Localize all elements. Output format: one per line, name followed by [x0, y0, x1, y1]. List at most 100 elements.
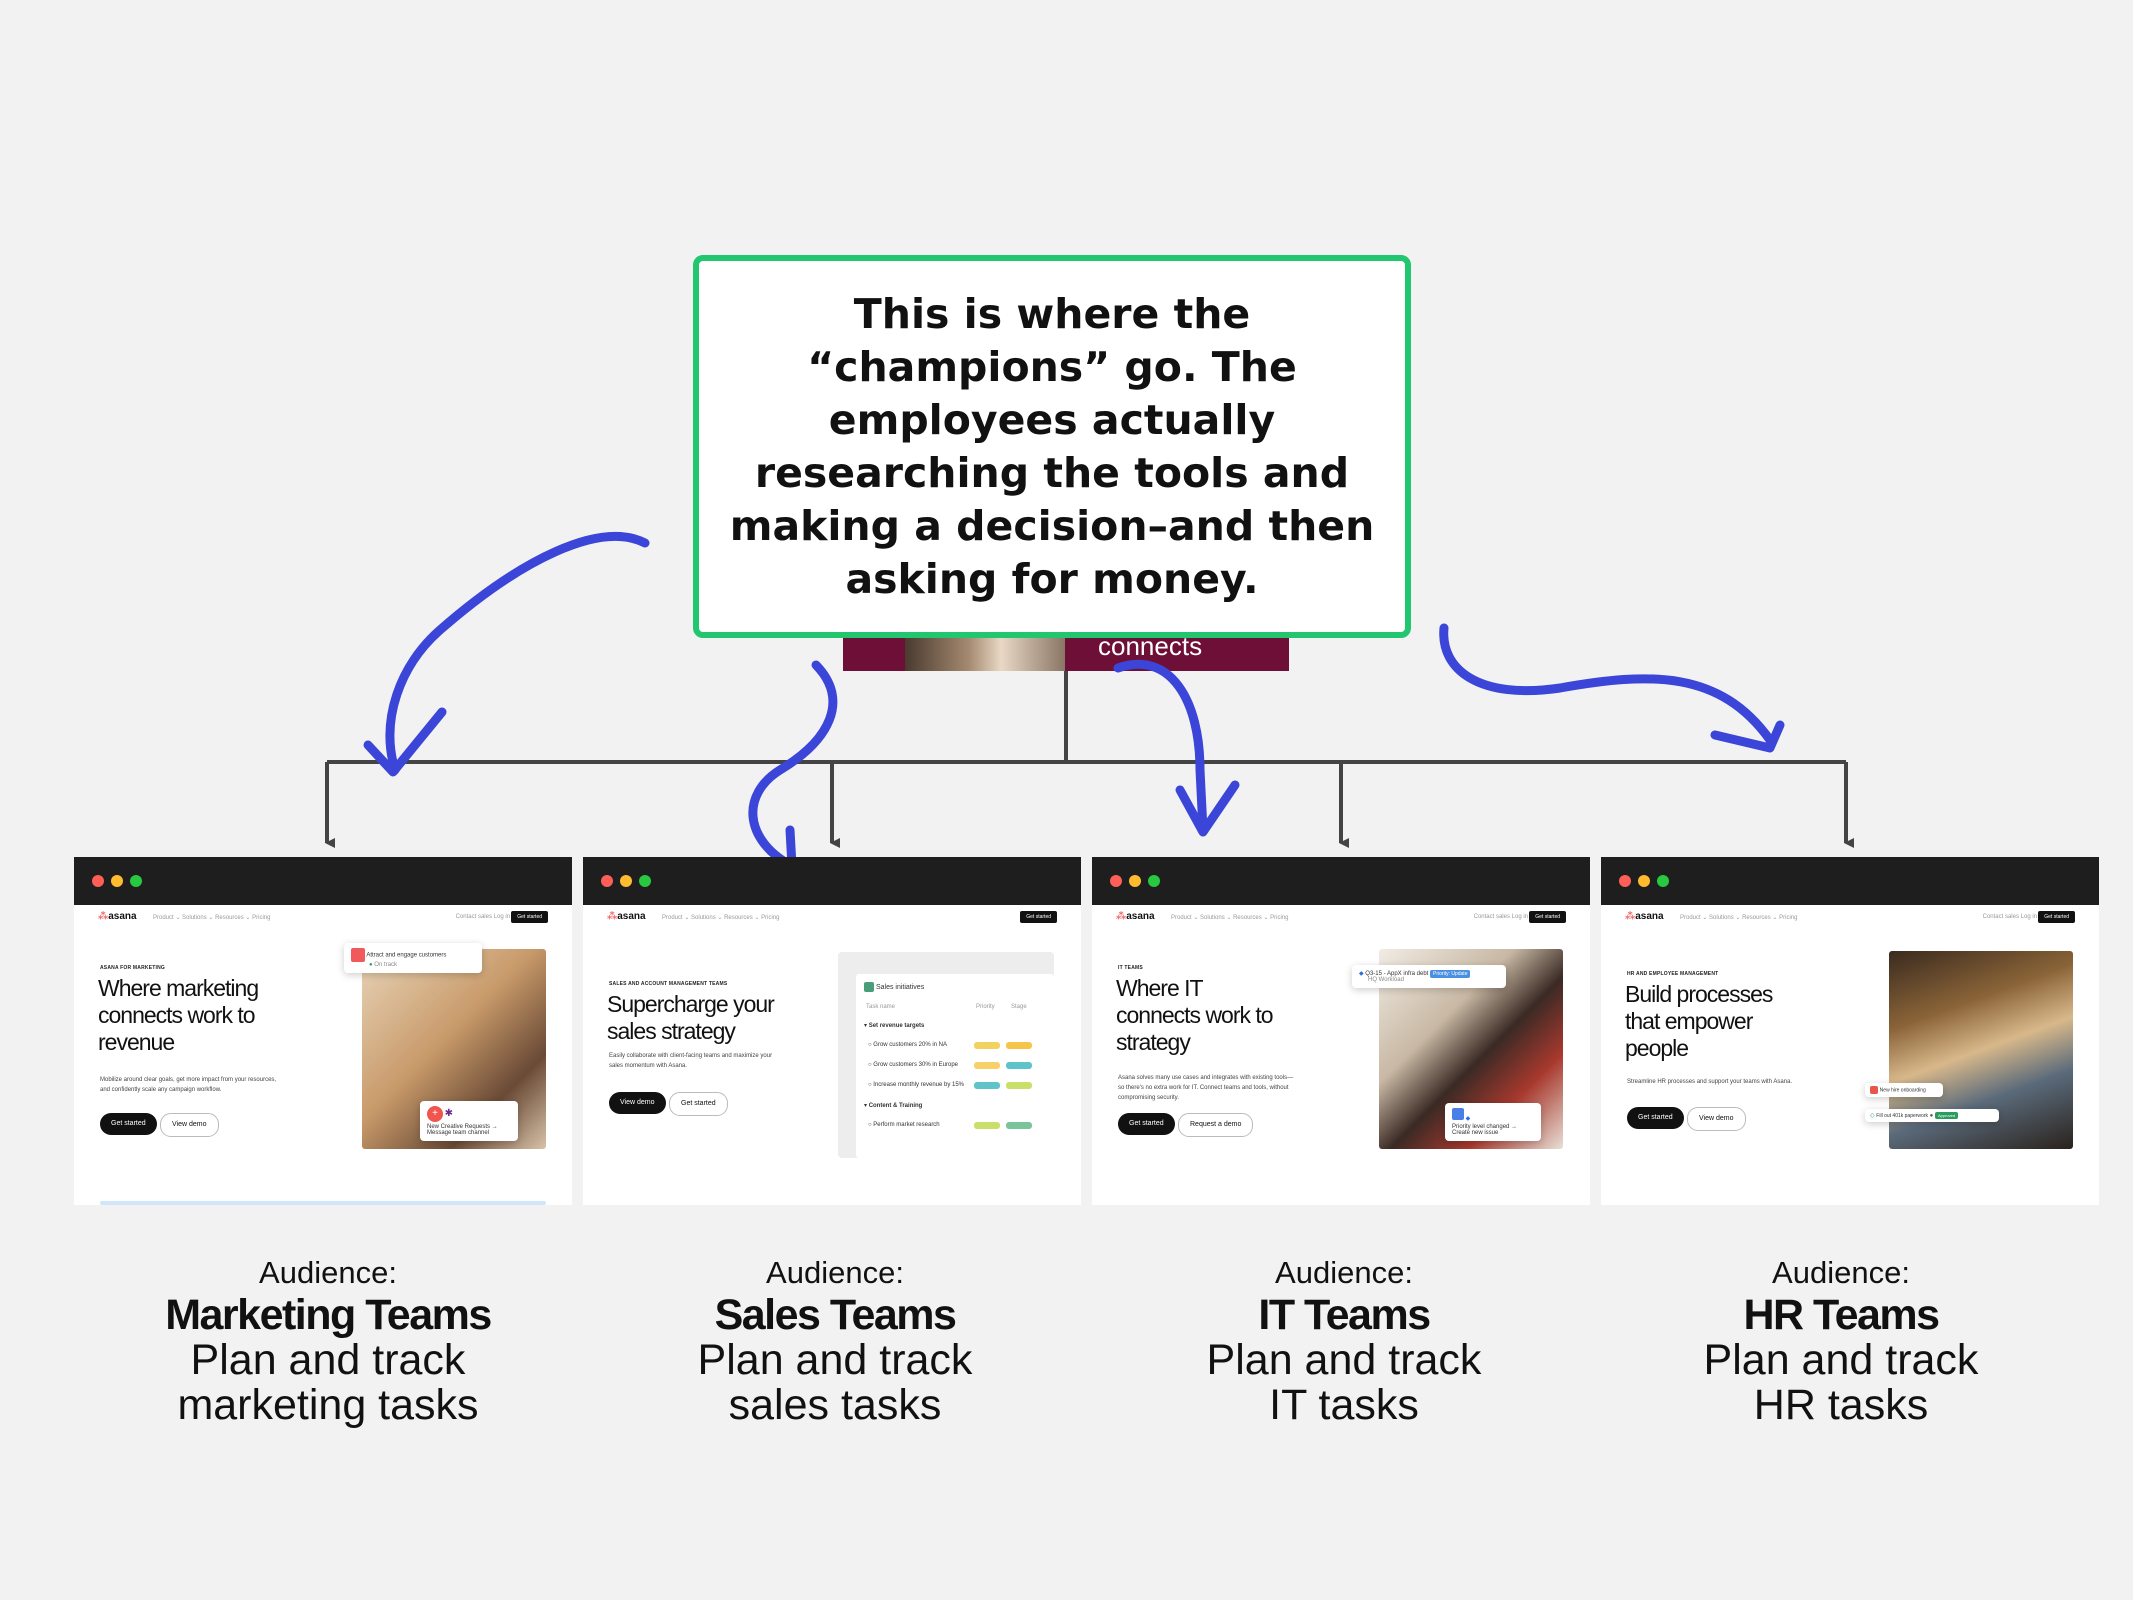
integration-card: + ✱ New Creative Requests → Message team…	[420, 1101, 518, 1141]
view-demo-button[interactable]: View demo	[609, 1092, 666, 1114]
minimize-dot-icon[interactable]	[620, 875, 632, 887]
task-name: Grow customers 20% in NA	[873, 1042, 947, 1048]
site-nav: ⁂asana Product ⌄ Solutions ⌄ Resources ⌄…	[98, 911, 548, 925]
table-row[interactable]: ○ Perform market research	[868, 1122, 940, 1128]
page-body: Easily collaborate with client-facing te…	[609, 1053, 773, 1069]
get-started-button[interactable]: Get started	[100, 1113, 157, 1135]
page-content: ⁂asana Product ⌄ Solutions ⌄ Resources ⌄…	[74, 905, 572, 1205]
close-dot-icon[interactable]	[92, 875, 104, 887]
audience-caption-marketing: Audience: Marketing Teams Plan and track…	[78, 1253, 578, 1428]
asana-logo-icon: ⁂	[98, 911, 109, 922]
site-nav: ⁂asana Product ⌄ Solutions ⌄ Resources ⌄…	[1625, 911, 2075, 925]
audience-label: Audience:	[1275, 1255, 1413, 1290]
get-started-button[interactable]: Get started	[1118, 1113, 1175, 1135]
arrow-head-hr	[1710, 720, 1785, 753]
asana-logo-icon: ⁂	[607, 911, 618, 922]
maximize-dot-icon[interactable]	[130, 875, 142, 887]
close-dot-icon[interactable]	[1110, 875, 1122, 887]
asana-plus-icon: +	[427, 1106, 443, 1122]
browser-titlebar	[583, 857, 1081, 905]
browser-window-hr: ⁂asana Product ⌄ Solutions ⌄ Resources ⌄…	[1601, 857, 2099, 1205]
page-headline: Where IT connects work to strategy	[1116, 975, 1274, 1055]
column-priority: Priority	[976, 1004, 995, 1010]
arrow-to-sales	[748, 660, 838, 870]
project-icon	[864, 982, 874, 992]
nav-links[interactable]: Product ⌄ Solutions ⌄ Resources ⌄ Pricin…	[662, 915, 780, 921]
browser-titlebar	[1092, 857, 1590, 905]
eyebrow: SALES AND ACCOUNT MANAGEMENT TEAMS	[609, 981, 728, 987]
task-name: Perform market research	[873, 1122, 940, 1128]
nav-links[interactable]: Product ⌄ Solutions ⌄ Resources ⌄ Pricin…	[1680, 915, 1798, 921]
view-demo-button[interactable]: View demo	[1687, 1107, 1746, 1131]
request-demo-button[interactable]: Request a demo	[1178, 1113, 1254, 1137]
minimize-dot-icon[interactable]	[1638, 875, 1650, 887]
paperwork-card: ◇ Fill out 401k paperwork ● Approved	[1865, 1109, 1999, 1122]
get-started-button[interactable]: Get started	[1627, 1107, 1684, 1129]
nav-get-started-button[interactable]: Get started	[511, 911, 548, 923]
check-circle-icon: ◇	[1870, 1113, 1875, 1119]
asana-logo[interactable]: ⁂asana	[1625, 911, 1664, 922]
card-title: Fill out 401k paperwork	[1876, 1113, 1928, 1119]
card-line-1: New Creative Requests →	[427, 1124, 498, 1130]
asana-logo[interactable]: ⁂asana	[607, 911, 646, 922]
close-dot-icon[interactable]	[601, 875, 613, 887]
audience-desc-line-1: Plan and track	[190, 1336, 466, 1384]
page-content: ⁂asana Product ⌄ Solutions ⌄ Resources ⌄…	[1092, 905, 1590, 1205]
flag-icon	[351, 948, 365, 962]
nav-get-started-button[interactable]: Get started	[2038, 911, 2075, 923]
audience-desc-line-2: HR tasks	[1753, 1381, 1929, 1429]
page-content: ⁂asana Product ⌄ Solutions ⌄ Resources ⌄…	[1601, 905, 2099, 1205]
project-panel: Sales initiatives Task name Priority Sta…	[856, 974, 1054, 1158]
page-headline: Where marketing connects work to revenue	[98, 975, 259, 1055]
minimize-dot-icon[interactable]	[1129, 875, 1141, 887]
priority-badge	[974, 1062, 1000, 1069]
logo-text: asana	[617, 911, 646, 922]
browser-window-sales: ⁂asana Product ⌄ Solutions ⌄ Resources ⌄…	[583, 857, 1081, 1205]
nav-links[interactable]: Product ⌄ Solutions ⌄ Resources ⌄ Pricin…	[153, 915, 271, 921]
card-title: Attract and engage customers	[366, 952, 447, 959]
asana-logo[interactable]: ⁂asana	[98, 911, 137, 922]
minimize-dot-icon[interactable]	[111, 875, 123, 887]
asana-logo[interactable]: ⁂asana	[1116, 911, 1155, 922]
maximize-dot-icon[interactable]	[1148, 875, 1160, 887]
stage-badge	[1006, 1082, 1032, 1089]
project-title-row: Sales initiatives	[864, 982, 924, 992]
automation-card: ◆ Priority level changed → Create new is…	[1445, 1103, 1541, 1141]
arrow-to-marketing	[385, 531, 650, 775]
arrow-to-it	[1113, 659, 1208, 835]
table-row[interactable]: ○ Grow customers 20% in NA	[868, 1042, 947, 1048]
audience-team: IT Teams	[1258, 1291, 1431, 1339]
card-title: Q3-15 - AppX infra debt	[1365, 971, 1429, 977]
arrow-to-hr	[1439, 623, 1775, 745]
eyebrow: HR AND EMPLOYEE MANAGEMENT	[1627, 971, 1719, 977]
nav-right-links[interactable]: Contact sales Log in	[1473, 914, 1528, 920]
table-row[interactable]: ○ Grow customers 30% in Europe	[868, 1062, 958, 1068]
eyebrow: IT TEAMS	[1118, 965, 1143, 971]
page-body: Mobilize around clear goals, get more im…	[100, 1077, 277, 1093]
nav-links[interactable]: Product ⌄ Solutions ⌄ Resources ⌄ Pricin…	[1171, 915, 1289, 921]
task-icon	[1870, 1086, 1878, 1094]
browser-titlebar	[74, 857, 572, 905]
stage-badge	[1006, 1042, 1032, 1049]
nav-right-links[interactable]: Contact sales Log in	[1982, 914, 2037, 920]
audience-label: Audience:	[766, 1255, 904, 1290]
get-started-button[interactable]: Get started	[669, 1092, 728, 1116]
asana-logo-icon: ⁂	[1116, 911, 1127, 922]
maximize-dot-icon[interactable]	[1657, 875, 1669, 887]
logo-text: asana	[1126, 911, 1155, 922]
close-dot-icon[interactable]	[1619, 875, 1631, 887]
callout-text: This is where the “champions” go. The em…	[729, 289, 1375, 603]
view-demo-button[interactable]: View demo	[160, 1113, 219, 1137]
task-name: Grow customers 30% in Europe	[873, 1062, 958, 1068]
table-row[interactable]: ○ Increase monthly revenue by 15%	[868, 1082, 965, 1088]
page-headline: Build processes that empower people	[1625, 981, 1773, 1061]
nav-right-links[interactable]: Contact sales Log in	[455, 914, 510, 920]
audience-desc-line-1: Plan and track	[697, 1336, 973, 1384]
nav-get-started-button[interactable]: Get started	[1529, 911, 1566, 923]
nav-get-started-button[interactable]: Get started	[1020, 911, 1057, 923]
arrow-head-it	[1175, 780, 1240, 837]
integration-icons: ◆	[1452, 1108, 1534, 1124]
onboarding-card: New hire onboarding	[1865, 1083, 1943, 1097]
maximize-dot-icon[interactable]	[639, 875, 651, 887]
page-content: ⁂asana Product ⌄ Solutions ⌄ Resources ⌄…	[583, 905, 1081, 1205]
